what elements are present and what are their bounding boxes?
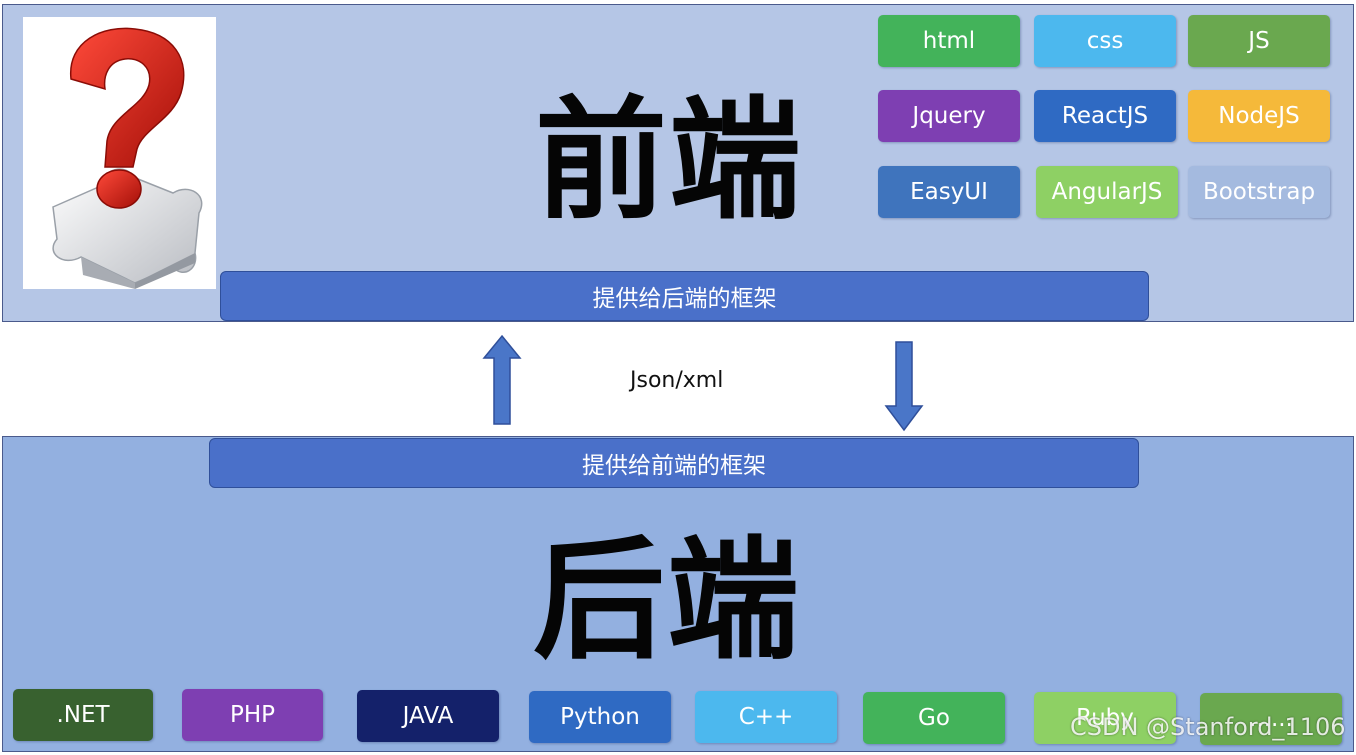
json-xml-label: Json/xml — [630, 368, 724, 393]
tag-bootstrap: Bootstrap — [1188, 166, 1330, 218]
tag-css: css — [1034, 15, 1176, 67]
backend-framework-bar: 提供给前端的框架 — [209, 438, 1139, 488]
tag-reactjs: ReactJS — [1034, 90, 1176, 142]
arrow-up-icon — [482, 334, 522, 425]
tag-jquery: Jquery — [878, 90, 1020, 142]
frontend-framework-bar: 提供给后端的框架 — [220, 271, 1149, 321]
tag-angularjs: AngularJS — [1036, 166, 1178, 218]
backend-title: 后端 — [533, 524, 801, 678]
tag-js: JS — [1188, 15, 1330, 67]
tag-php: PHP — [182, 689, 323, 741]
tag-go: Go — [863, 692, 1005, 744]
tag-html: html — [878, 15, 1020, 67]
tag-easyui: EasyUI — [878, 166, 1020, 218]
tag-ruby: Ruby — [1034, 692, 1176, 744]
tag-dotnet: .NET — [13, 689, 153, 741]
tag-nodejs: NodeJS — [1188, 90, 1330, 142]
frontend-title: 前端 — [535, 84, 803, 238]
watermark: CSDN @Stanford_1106 — [1070, 713, 1346, 741]
tag-cpp: C++ — [695, 691, 837, 743]
tag-python: Python — [529, 691, 671, 743]
tag-java: JAVA — [357, 690, 499, 742]
tag-more: ...... — [1200, 693, 1342, 745]
question-puzzle-image — [23, 17, 216, 289]
arrow-down-icon — [884, 341, 924, 432]
